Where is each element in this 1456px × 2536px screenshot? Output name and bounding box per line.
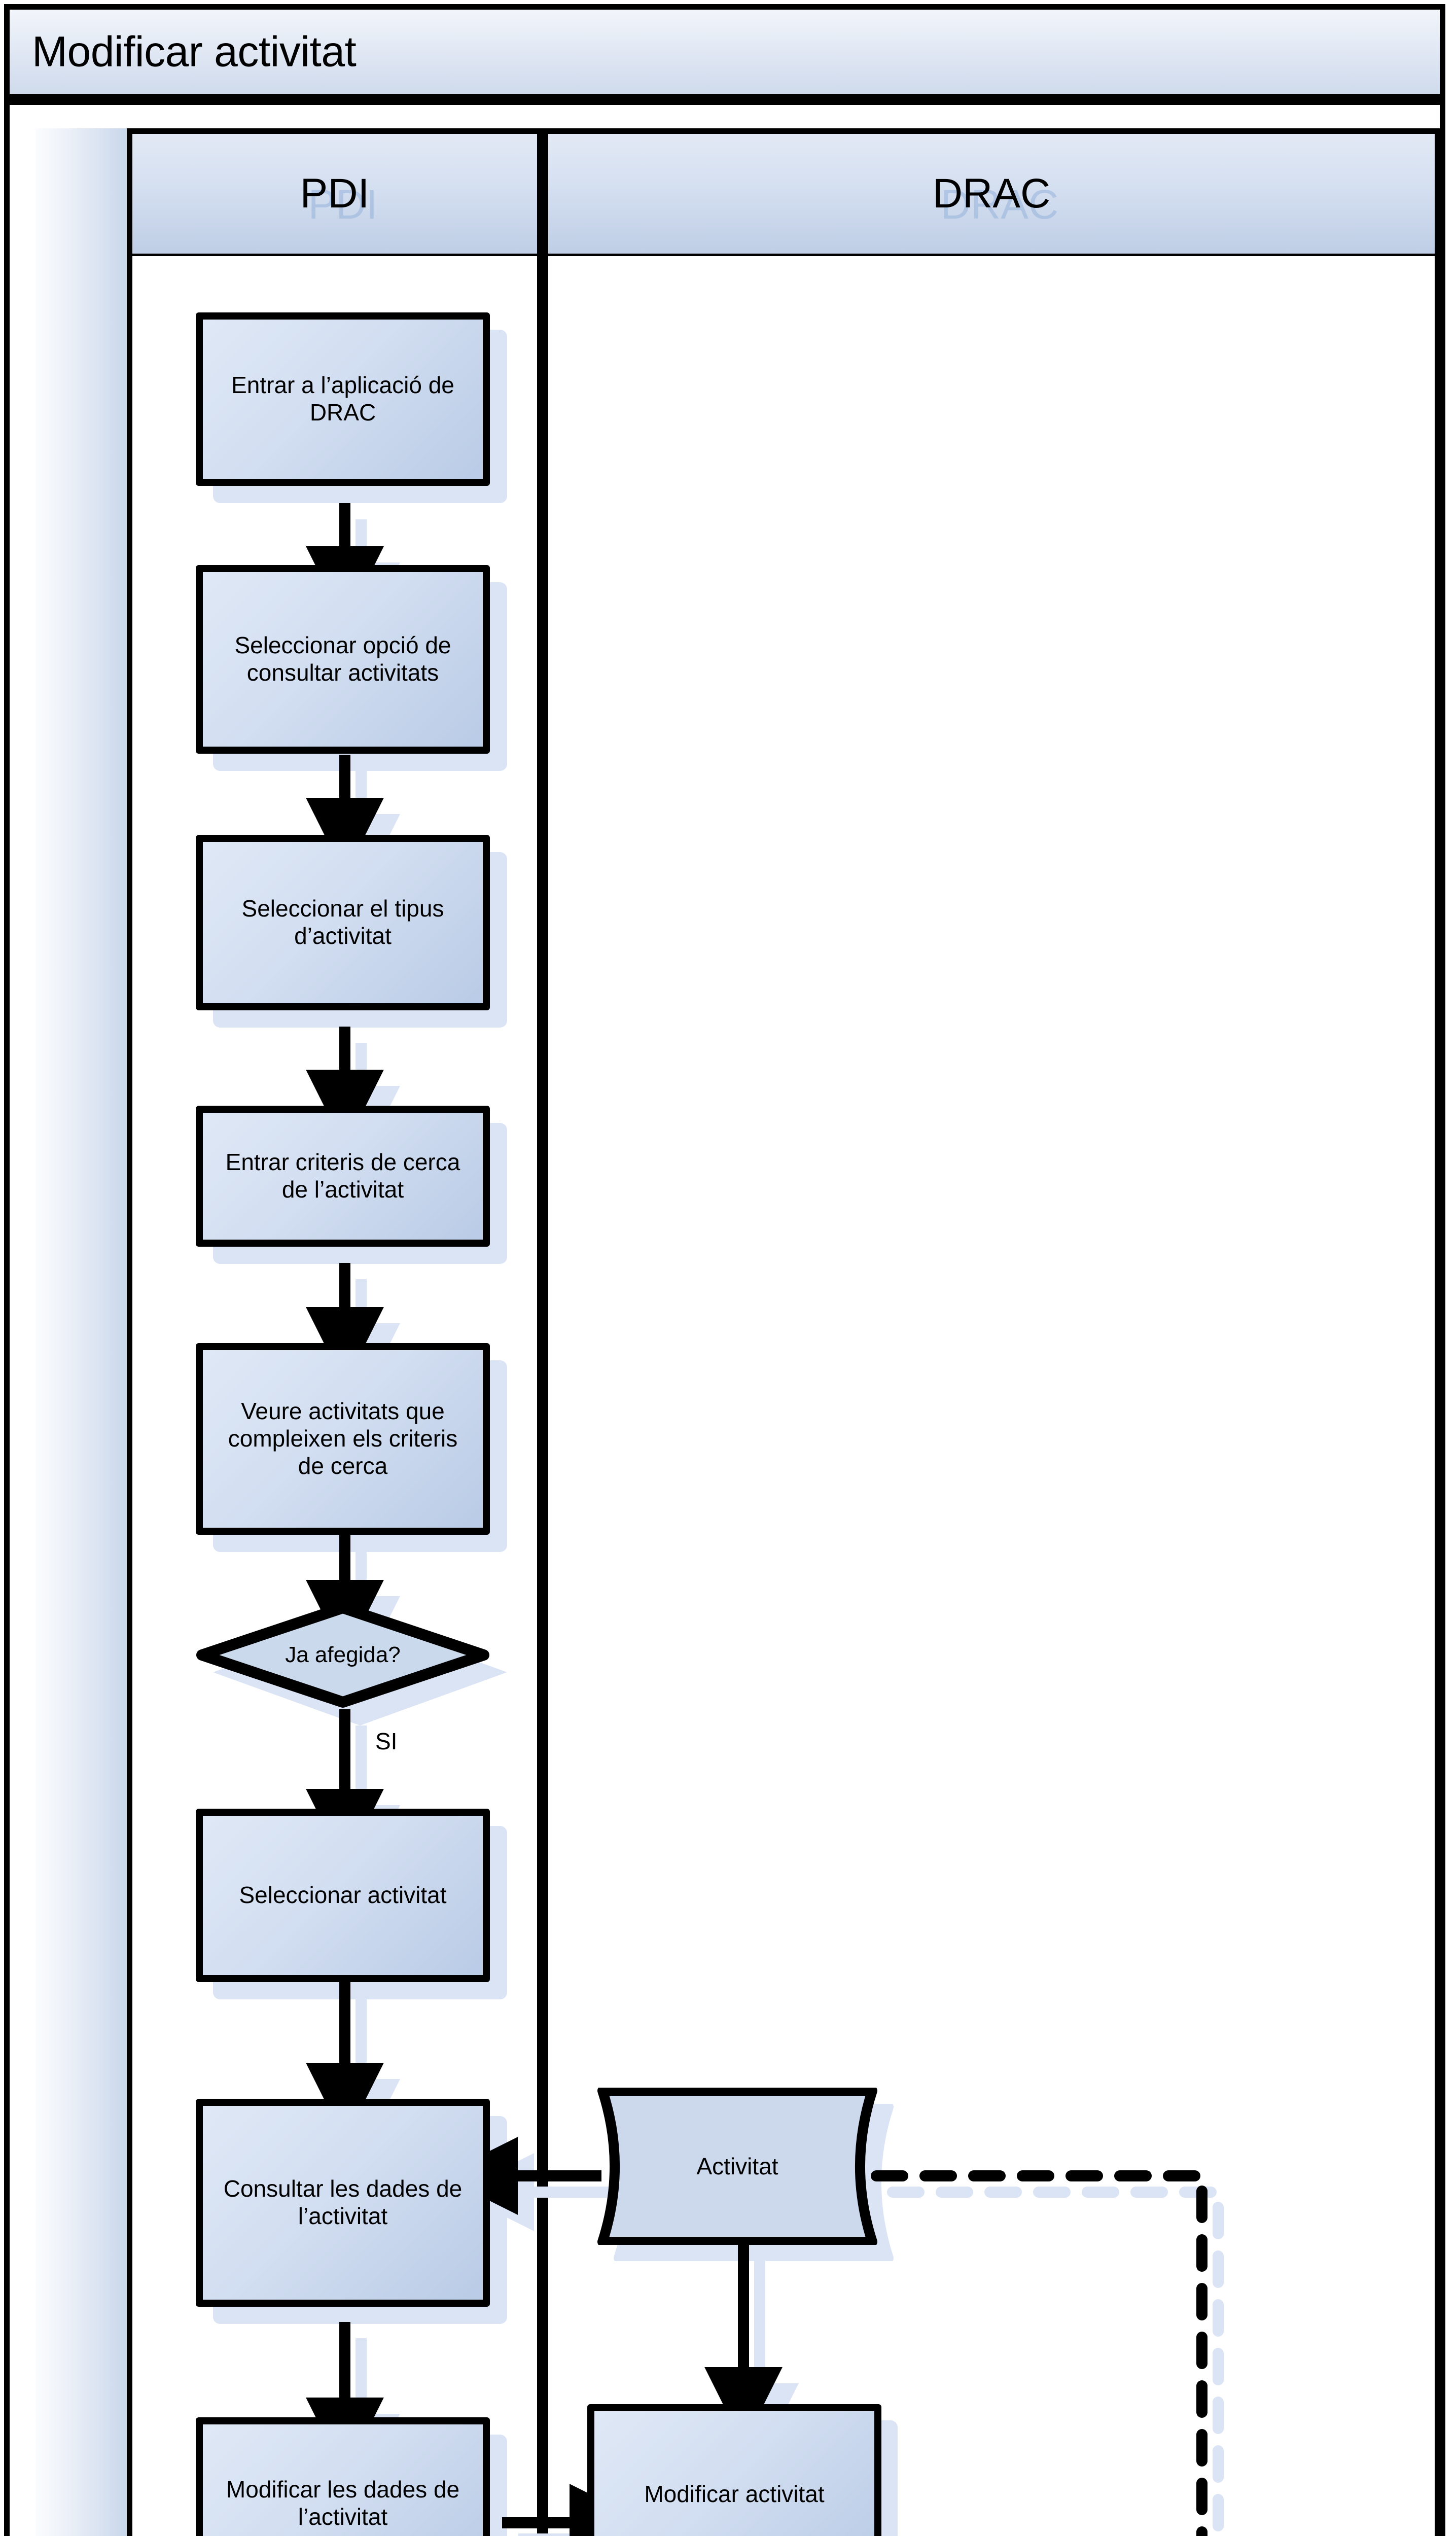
page-title: Modificar activitat: [32, 27, 357, 76]
node-label: Veure activitats que compleixen els crit…: [228, 1398, 458, 1479]
edge-label-ja-afegida-si: SI: [375, 1728, 398, 1754]
lane-gutter-column: [35, 128, 127, 2536]
node-seleccionar-tipus-activitat[interactable]: Seleccionar el tipus d’activitat: [196, 835, 490, 1010]
node-label: Entrar criteris de cerca de l’activitat: [225, 1149, 460, 1203]
lane-header-drac-label: DRAC: [932, 170, 1051, 217]
lane-header-pdi-ghost: PDI: [308, 182, 378, 228]
node-consultar-dades-activitat[interactable]: Consultar les dades de l’activitat: [196, 2099, 490, 2307]
lane-header-pdi-label: PDI: [300, 170, 370, 217]
node-label: Modificar les dades de l’activitat: [226, 2476, 460, 2530]
node-label: Modificar activitat: [644, 2481, 825, 2508]
node-modificar-activitat[interactable]: Modificar activitat: [587, 2404, 881, 2536]
node-veure-activitats-criteris[interactable]: Veure activitats que compleixen els crit…: [196, 1343, 490, 1535]
lane-header-drac-ghost: DRAC: [940, 182, 1059, 228]
node-seleccionar-opcio-consultar[interactable]: Seleccionar opció de consultar activitat…: [196, 565, 490, 754]
node-label: Entrar a l’aplicació de DRAC: [231, 372, 454, 426]
node-label: Seleccionar opció de consultar activitat…: [234, 632, 451, 686]
diagram-title-bar: Modificar activitat: [4, 4, 1445, 99]
lane-header-pdi: PDI PDI: [127, 128, 543, 259]
node-entrar-aplicacio-drac[interactable]: Entrar a l’aplicació de DRAC: [196, 312, 490, 486]
node-modificar-dades-activitat[interactable]: Modificar les dades de l’activitat: [196, 2417, 490, 2536]
node-label: Consultar les dades de l’activitat: [223, 2175, 463, 2229]
node-label: Seleccionar el tipus d’activitat: [241, 895, 444, 949]
node-decision-ja-afegida[interactable]: Ja afegida?: [196, 1602, 490, 1708]
node-seleccionar-activitat[interactable]: Seleccionar activitat: [196, 1809, 490, 1982]
node-entrar-criteris-cerca[interactable]: Entrar criteris de cerca de l’activitat: [196, 1106, 490, 1247]
node-label: Seleccionar activitat: [239, 1882, 447, 1909]
node-datastore-activitat-top[interactable]: Activitat: [585, 2088, 890, 2245]
